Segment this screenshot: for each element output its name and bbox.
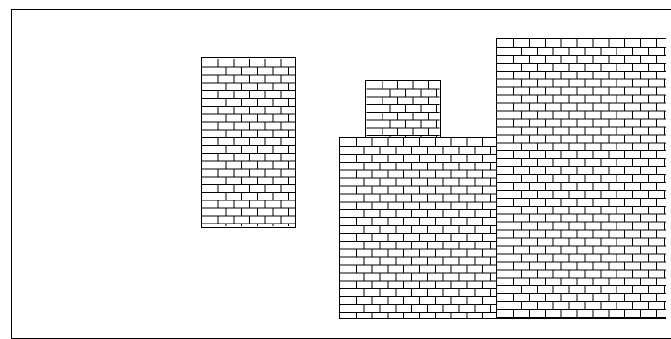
brick-pattern-left [202, 58, 295, 227]
brick-block-left [201, 57, 296, 228]
brick-pattern-right [497, 39, 666, 318]
brick-block-right [496, 38, 666, 319]
brick-block-small-top [365, 80, 441, 138]
brick-pattern-middle [340, 138, 497, 318]
brick-block-middle [339, 137, 498, 319]
brick-pattern-small-top [366, 81, 440, 137]
